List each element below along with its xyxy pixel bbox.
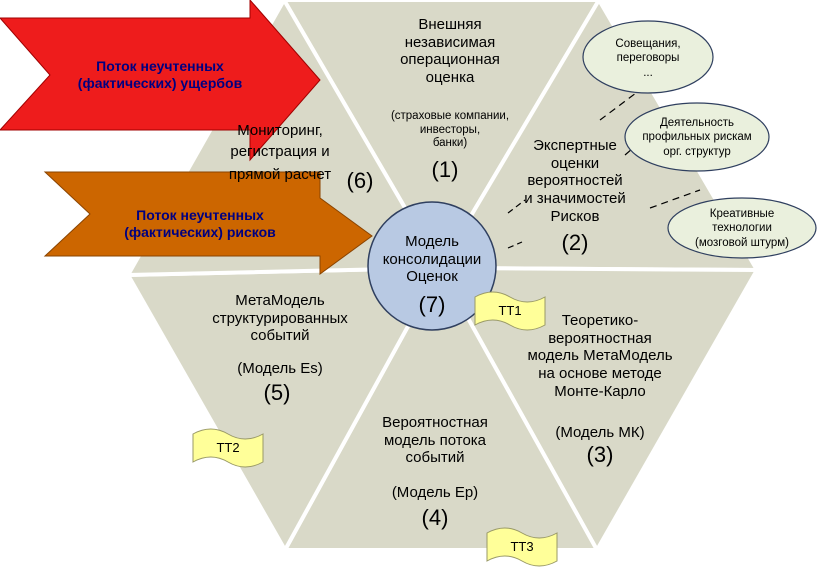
oval-profile-activity-text: Деятельность профильных рискам орг. стру… bbox=[630, 116, 764, 159]
s2-line5: Рисков bbox=[550, 207, 600, 225]
s1-title-line3: операционная bbox=[400, 51, 500, 69]
s4-line3: событий bbox=[405, 449, 465, 467]
tag-tt1-label: ТТ1 bbox=[498, 303, 522, 318]
oval-creative-tech bbox=[667, 197, 817, 259]
s6-line1: Мониторинг, bbox=[237, 122, 323, 139]
connector-dash-5 bbox=[507, 241, 523, 249]
tag-tt2-shape bbox=[192, 428, 264, 468]
oval-meetings bbox=[582, 20, 714, 94]
tag-tt3-shape bbox=[486, 527, 558, 567]
arrow-losses-line1: Поток неучтенных bbox=[96, 58, 224, 74]
segment-2-number: (2) bbox=[561, 230, 589, 255]
arrow-risks-line2: (фактических) рисков bbox=[124, 223, 276, 240]
s3-line3: модель МетаМодель bbox=[527, 347, 673, 365]
center-line2: консолидации bbox=[382, 250, 482, 268]
s3-line5: Монте-Карло bbox=[554, 382, 646, 400]
arrow-risks-shape bbox=[43, 171, 373, 275]
s1-sub-line2: инвесторы, bbox=[419, 123, 481, 136]
s4-line2: модель потока bbox=[383, 431, 487, 449]
segment-4-subtitle: (Модель Ер) bbox=[391, 484, 479, 501]
arrow-risks-line1: Поток неучтенных bbox=[136, 207, 264, 223]
s1-title-line4: оценка bbox=[425, 69, 475, 87]
oval1-line1: Совещания, bbox=[615, 38, 681, 50]
segment-1-number: (1) bbox=[431, 157, 459, 182]
s2-line1: Экспертные bbox=[533, 137, 617, 154]
segment-5-text: МетаМодель структурированных событий bbox=[195, 292, 365, 345]
center-number: (7) bbox=[418, 292, 446, 317]
segment-2-text: Экспертные оценки вероятностей и значимо… bbox=[510, 137, 640, 225]
segment-3-text: Теоретико- вероятностная модель МетаМоде… bbox=[510, 312, 690, 400]
oval3-line1: Креативные bbox=[709, 208, 775, 220]
oval-profile-activity bbox=[624, 102, 770, 172]
s5-line2: структурированных bbox=[212, 309, 348, 327]
tag-tt1-shape bbox=[474, 291, 546, 331]
oval1-line3: ... bbox=[643, 66, 653, 79]
oval1-line2: переговоры bbox=[616, 52, 680, 65]
oval2-line1: Деятельность bbox=[659, 117, 735, 129]
s3-line2: вероятностная bbox=[548, 329, 652, 347]
arrow-losses-line2: (фактических) ущербов bbox=[77, 74, 243, 91]
segment-1-subtitle: (страховые компании, инвесторы, банки) bbox=[360, 110, 540, 151]
s1-title-line1: Внешняя bbox=[418, 16, 482, 33]
s1-sub-line1: (страховые компании, bbox=[390, 110, 510, 122]
arrow-losses-label: Поток неучтенных (фактических) ущербов bbox=[40, 58, 280, 92]
arrow-risks-label: Поток неучтенных (фактических) рисков bbox=[80, 207, 320, 241]
s1-title-line2: независимая bbox=[404, 33, 496, 51]
oval3-line2: технологии bbox=[712, 222, 772, 235]
center-circle bbox=[367, 201, 497, 331]
oval2-line3: орг. структур bbox=[663, 145, 731, 158]
oval3-line3: (мозговой штурм) bbox=[695, 236, 789, 249]
s5-line1: МетаМодель bbox=[235, 292, 325, 309]
segment-5-number: (5) bbox=[263, 380, 291, 405]
segment-1-title: Внешняя независимая операционная оценка bbox=[365, 16, 535, 87]
s6-line3: прямой расчет bbox=[228, 166, 332, 184]
s1-sub-line3: банки) bbox=[432, 137, 468, 150]
s2-line4: и значимостей bbox=[524, 190, 626, 208]
s3-line1: Теоретико- bbox=[561, 312, 639, 329]
oval-creative-tech-text: Креативные технологии (мозговой штурм) bbox=[672, 207, 812, 250]
segment-3-number: (3) bbox=[586, 442, 614, 467]
tag-tt2-label: ТТ2 bbox=[216, 440, 240, 455]
arrow-losses-shape bbox=[0, 0, 321, 162]
center-line1: Модель bbox=[405, 233, 459, 250]
center-line3: Оценок bbox=[406, 268, 458, 286]
s3-line4: на основе методе bbox=[538, 365, 662, 383]
segment-6-text: Мониторинг, регистрация и прямой расчет bbox=[210, 122, 350, 184]
oval2-line2: профильных рискам bbox=[642, 131, 752, 144]
segment-4-number: (4) bbox=[421, 505, 449, 530]
segment-5-subtitle: (Модель Es) bbox=[237, 360, 323, 377]
s2-line3: вероятностей bbox=[527, 172, 623, 190]
connector-dash-4 bbox=[507, 199, 526, 214]
s5-line3: событий bbox=[250, 327, 310, 345]
s2-line2: оценки bbox=[550, 154, 600, 172]
oval-meetings-text: Совещания, переговоры ... bbox=[588, 37, 708, 80]
s4-line1: Вероятностная bbox=[382, 414, 488, 431]
tag-tt3-label: ТТ3 bbox=[510, 539, 534, 554]
segment-4-text: Вероятностная модель потока событий bbox=[360, 414, 510, 467]
segment-3-subtitle: (Модель МК) bbox=[555, 424, 645, 441]
center-text: Модель консолидации Оценок bbox=[372, 233, 492, 286]
s6-line2: регистрация и bbox=[230, 142, 330, 160]
segment-6-number: (6) bbox=[346, 168, 374, 193]
connector-dash-3 bbox=[649, 189, 701, 209]
